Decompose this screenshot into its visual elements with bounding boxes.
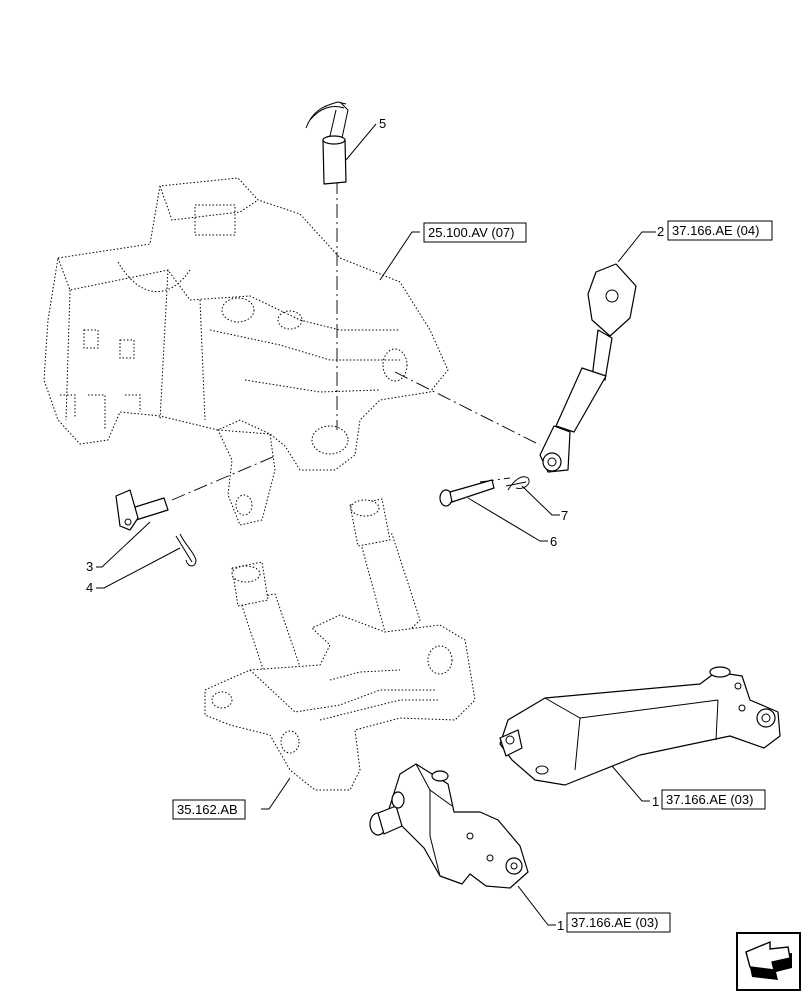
part-1-hitch-hook xyxy=(369,763,529,889)
part-4-left-clip xyxy=(175,533,197,567)
callout-3: 3 xyxy=(86,559,93,574)
reference-top-link[interactable]: 37.166.AE (04) xyxy=(667,220,773,241)
callout-4: 4 xyxy=(86,580,93,595)
reference-lift-assembly[interactable]: 35.162.AB xyxy=(172,799,246,820)
front-lift-assembly xyxy=(204,498,476,791)
callout-5: 5 xyxy=(379,116,386,131)
part-6-right-pin xyxy=(439,479,495,507)
callout-2: 2 xyxy=(657,224,664,239)
callout-6: 6 xyxy=(550,534,557,549)
callout-1-hitch-arm: 1 xyxy=(652,794,659,809)
reference-hitch-arm[interactable]: 37.166.AE (03) xyxy=(661,789,766,810)
reference-hitch-hook[interactable]: 37.166.AE (03) xyxy=(566,912,671,933)
svg-text:35.162.AB: 35.162.AB xyxy=(177,802,238,817)
front-support-frame xyxy=(43,177,449,526)
part-5-upper-pin xyxy=(305,101,349,185)
callout-1-hitch-hook: 1 xyxy=(557,918,564,933)
svg-text:25.100.AV (07): 25.100.AV (07) xyxy=(428,225,514,240)
reference-frame[interactable]: 25.100.AV (07) xyxy=(423,222,527,243)
callout-7: 7 xyxy=(561,508,568,523)
svg-text:37.166.AE (03): 37.166.AE (03) xyxy=(571,915,658,930)
part-1-hitch-arm xyxy=(499,666,781,786)
next-page-arrow-icon[interactable] xyxy=(736,932,801,991)
part-2-top-link xyxy=(539,263,637,473)
part-7-right-clip xyxy=(505,476,530,491)
svg-text:37.166.AE (03): 37.166.AE (03) xyxy=(666,792,753,807)
part-3-left-pin xyxy=(115,489,169,531)
alignment-lines xyxy=(171,180,541,501)
leader-lines xyxy=(96,123,656,926)
svg-text:37.166.AE (04): 37.166.AE (04) xyxy=(672,223,759,238)
